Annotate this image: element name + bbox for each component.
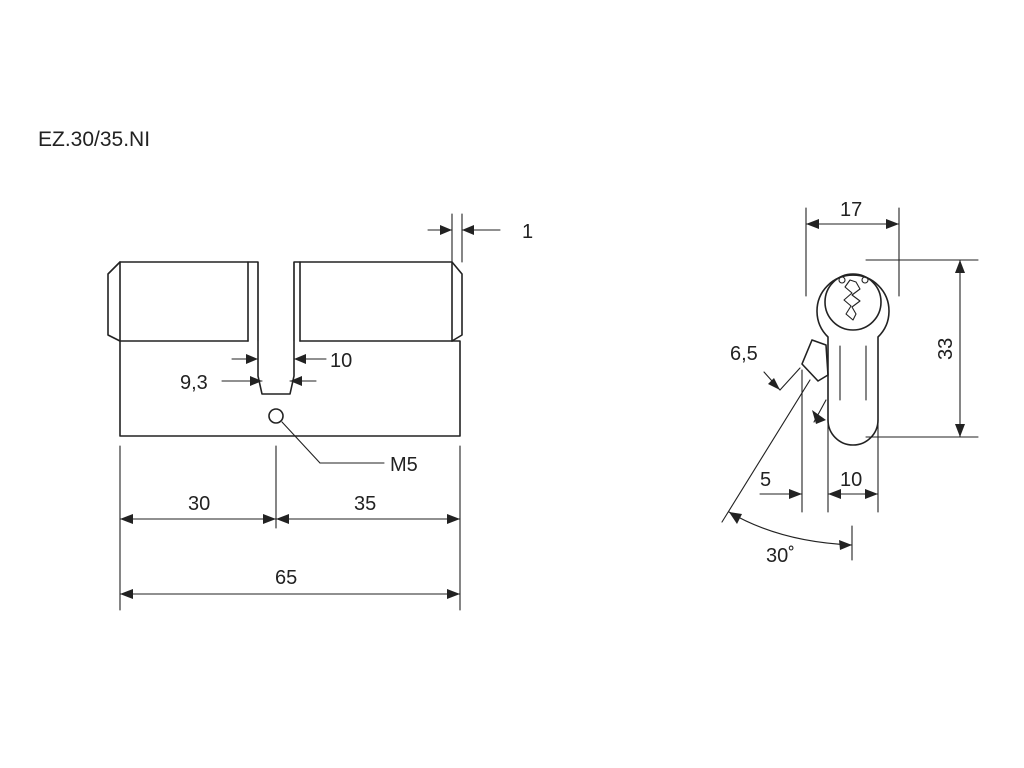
- cam: [801, 339, 829, 382]
- dim-cam-angle-label: 30˚: [766, 545, 795, 567]
- dim-cam-recess: 9,3: [180, 372, 317, 394]
- plug-circle: [824, 273, 882, 331]
- pin-icon: [861, 276, 869, 284]
- right-end-cap: [451, 261, 463, 342]
- dim-cam-recess-label: 9,3: [180, 372, 208, 394]
- cam-slot: [247, 261, 301, 395]
- profile-outline: [816, 274, 890, 446]
- dim-cam-offset-label: 5: [760, 469, 771, 491]
- lower-housing: [119, 340, 461, 437]
- dim-cam-angle: 30˚: [728, 511, 853, 567]
- keyway-icon: [843, 279, 861, 321]
- dim-bottom-width: 10: [827, 469, 879, 499]
- dim-right-length: 35: [275, 493, 461, 524]
- dim-width-label: 17: [840, 199, 862, 221]
- dim-total-length: 65: [119, 567, 461, 599]
- dim-height: 33: [865, 259, 979, 438]
- dim-screw-thread: M5: [281, 421, 418, 476]
- model-code-title: EZ.30/35.NI: [38, 128, 150, 151]
- right-plug: [299, 261, 453, 342]
- profile-view: 17 33 6,5: [721, 199, 979, 567]
- pin-icon: [838, 276, 846, 284]
- dim-right-length-label: 35: [354, 493, 376, 515]
- dim-left-length: 30: [119, 493, 277, 524]
- dim-gap-label: 1: [522, 221, 533, 243]
- dim-cam-thickness-label: 6,5: [730, 343, 758, 365]
- dim-total-length-label: 65: [275, 567, 297, 589]
- dim-bottom-width-label: 10: [840, 469, 862, 491]
- dim-screw-thread-label: M5: [390, 454, 418, 476]
- left-end-cap: [107, 261, 121, 342]
- dim-width: 17: [805, 199, 900, 297]
- dim-height-label: 33: [935, 338, 957, 360]
- cam-slot-inner: [257, 261, 295, 342]
- body-inner-lines: [839, 345, 867, 401]
- dim-cam-width-label: 10: [330, 350, 352, 372]
- dim-cam-width: 10: [231, 350, 352, 372]
- dim-left-length-label: 30: [188, 493, 210, 515]
- angle-leader: [721, 379, 811, 523]
- screw-hole: [268, 408, 284, 424]
- dim-gap: 1: [427, 213, 533, 263]
- side-view: 1 10 9,3 M5: [107, 213, 533, 611]
- dim-cam-thickness: 6,5: [730, 343, 801, 391]
- left-plug: [119, 261, 249, 342]
- cylinder-body: [107, 261, 463, 437]
